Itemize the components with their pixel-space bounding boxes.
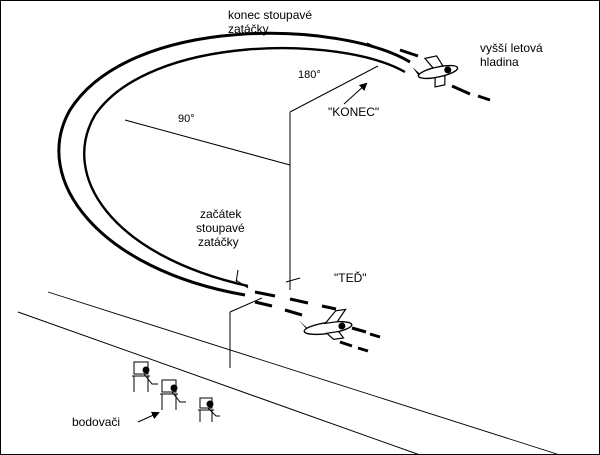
top-trail-dash-1 (451, 84, 471, 96)
label-start-of-climb-turn-2: stoupavé (196, 221, 245, 235)
bottom-dash-5 (284, 308, 303, 317)
label-judges: bodovači (72, 415, 120, 429)
label-higher-level-1: vyšší letová (480, 41, 543, 55)
label-higher-level-2: hladina (480, 55, 519, 69)
turn-outer-track (57, 31, 411, 297)
label-end-call: "KONEC" (328, 105, 379, 119)
judge-figure-icon (132, 361, 220, 422)
label-angle-90: 90° (178, 113, 195, 125)
konec-arrow (343, 82, 368, 105)
airplane-icon (298, 308, 353, 340)
bottom-trail-dash-3 (339, 340, 353, 348)
judge-pole-top (229, 297, 263, 313)
judges-arrow (137, 411, 160, 423)
top-trail-dash-2 (477, 94, 491, 102)
label-now-call: "TEĎ" (334, 270, 367, 285)
turn-inner-track (83, 46, 406, 288)
bottom-dash-2 (289, 297, 309, 305)
top-dash (399, 48, 419, 58)
airplane-icon (412, 55, 459, 88)
label-start-of-climb-turn-1: začátek (200, 207, 242, 221)
tick-start (235, 269, 239, 284)
bottom-trail-dash-4 (357, 346, 369, 353)
bottom-dash-3 (321, 304, 337, 311)
tick-end (366, 42, 379, 49)
ground-line-far (17, 311, 421, 455)
bottom-trail-dash-1 (351, 326, 367, 334)
ground-line-near (47, 291, 561, 455)
label-angle-180: 180° (298, 69, 321, 81)
label-end-of-climb-turn-1: konec stoupavé (228, 8, 312, 22)
bottom-trail-dash-2 (369, 332, 381, 339)
label-end-of-climb-turn-2: zatáčky (228, 22, 269, 36)
start-pointer (235, 279, 249, 289)
bottom-dash-1 (254, 290, 276, 298)
bottom-dash-4 (254, 300, 273, 308)
label-start-of-climb-turn-3: zatáčky (198, 235, 239, 249)
ted-pointer (285, 277, 301, 283)
ref-line-90 (124, 119, 291, 166)
ref-line-180 (289, 65, 379, 113)
